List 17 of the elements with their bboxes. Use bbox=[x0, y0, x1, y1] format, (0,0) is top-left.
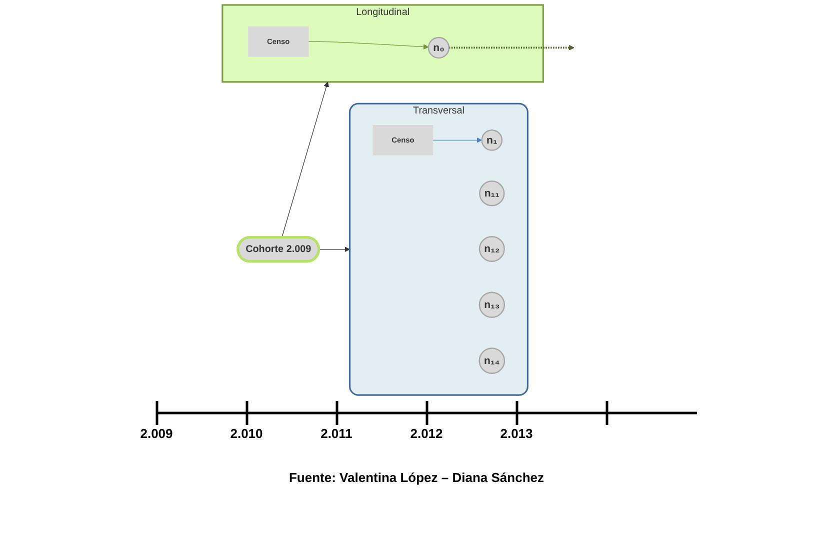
arrow bbox=[281, 82, 329, 238]
year-label: 2.012 bbox=[410, 426, 443, 441]
arrow bbox=[308, 41, 428, 50]
year-label: 2.009 bbox=[140, 426, 173, 441]
node-circle: n₀ bbox=[428, 36, 450, 59]
node-circle: n₁ bbox=[480, 130, 502, 151]
year-label: 2.013 bbox=[500, 426, 533, 441]
arrow bbox=[318, 246, 350, 252]
node-circle: n₁₃ bbox=[478, 292, 505, 318]
caption: Fuente: Valentina López – Diana Sánchez bbox=[288, 470, 544, 485]
arrow bbox=[448, 44, 574, 50]
year-label: 2.010 bbox=[230, 426, 263, 441]
year-label: 2.011 bbox=[320, 426, 352, 441]
node-circle: n₁₂ bbox=[478, 236, 505, 262]
node-circle: n₁₁ bbox=[478, 180, 504, 206]
arrow bbox=[432, 137, 482, 143]
node-circle: n₁₄ bbox=[478, 348, 505, 374]
